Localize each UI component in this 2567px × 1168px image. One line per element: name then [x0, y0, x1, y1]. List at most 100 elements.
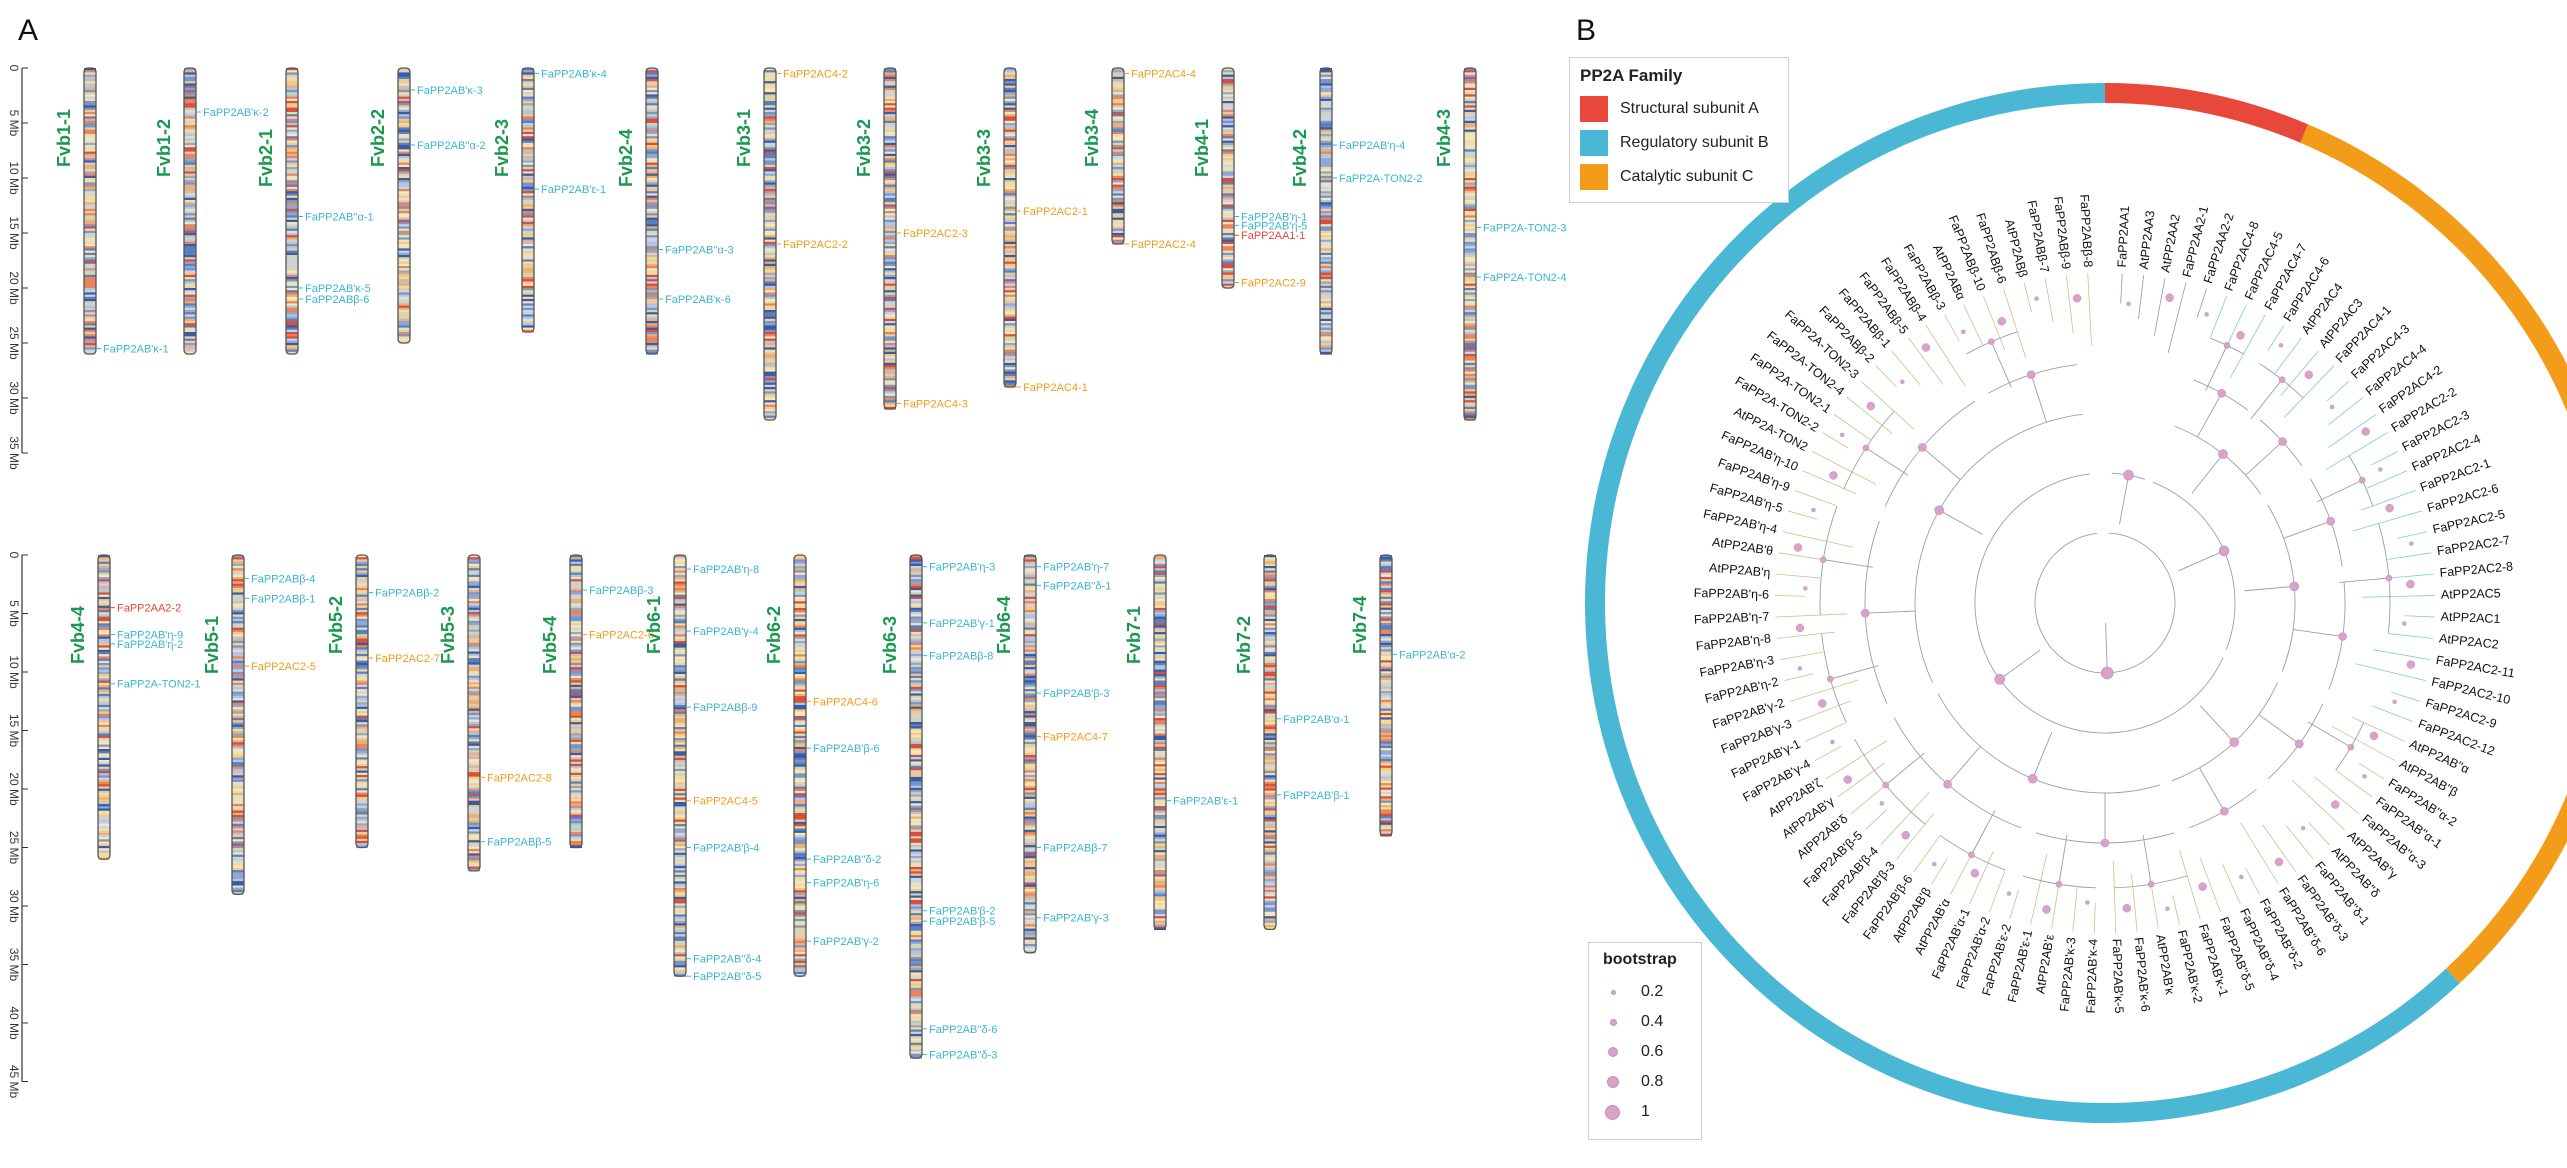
chromosome-band [794, 854, 806, 858]
chromosome-band [98, 817, 110, 821]
chromosome-band [794, 945, 806, 949]
chromosome-band [1464, 351, 1476, 355]
chromosome-band [1222, 189, 1234, 192]
gene-label: FaPP2AC2-2 [783, 239, 848, 251]
tree-leaf-label: FaPP2AB'η-3 [1698, 653, 1775, 680]
chromosome-band [1380, 649, 1392, 653]
chromosome-band [84, 318, 96, 322]
chromosome-band [356, 700, 368, 703]
chromosome-band [356, 678, 368, 681]
chromosome-band [356, 640, 368, 644]
chromosome-band [1112, 193, 1124, 197]
chromosome-band [468, 605, 480, 609]
chromosome-band [84, 79, 96, 82]
chromosome-band [910, 686, 922, 690]
chromosome-band [98, 689, 110, 693]
chromosome-band [646, 112, 658, 115]
chromosome-band [674, 973, 686, 977]
chromosome-band [232, 806, 244, 809]
chromosome-band [468, 857, 480, 861]
chromosome-band [646, 314, 658, 318]
chromosome-band [184, 233, 196, 236]
chromosome-band [356, 609, 368, 613]
chromosome-band [1264, 585, 1276, 589]
chromosome-band [398, 140, 410, 144]
chromosome-band [468, 855, 480, 859]
chromosome-band [884, 228, 896, 232]
chromosome-band [794, 782, 806, 785]
chromosome-band [522, 235, 534, 238]
chromosome-band [674, 879, 686, 882]
chromosome-band [1222, 263, 1234, 267]
chromosome-band [468, 576, 480, 580]
tree-branch [1811, 450, 1877, 485]
chromosome-band [646, 349, 658, 353]
chromosome-band [1320, 195, 1332, 199]
chromosome-band [1222, 211, 1234, 214]
chromosome-band [570, 748, 582, 752]
chromosome-band [98, 640, 110, 644]
chromosome-band [764, 171, 776, 175]
chromosome-band [1464, 417, 1476, 421]
chromosome-band [1024, 686, 1036, 690]
chromosome-band [522, 156, 534, 159]
chromosome-band [764, 321, 776, 324]
chromosome-band [398, 107, 410, 111]
chromosome-band [1222, 103, 1234, 106]
chromosome-band [1380, 734, 1392, 738]
chromosome-band [1264, 806, 1276, 809]
chromosome-band [286, 107, 298, 111]
chromosome-band [468, 618, 480, 622]
chromosome-band [794, 826, 806, 830]
chromosome-band [232, 792, 244, 796]
chromosome-band [1320, 74, 1332, 78]
tree-branch [1775, 595, 1806, 597]
chromosome-band [1464, 208, 1476, 212]
chromosome-band [910, 590, 922, 593]
tree-branch [2093, 902, 2096, 933]
chromosome-band [286, 208, 298, 212]
chromosome-band [98, 715, 110, 719]
chromosome-band [764, 259, 776, 263]
chromosome-band [570, 609, 582, 613]
chromosome-band [884, 153, 896, 157]
chromosome-band [98, 563, 110, 567]
chromosome-band [570, 660, 582, 664]
chromosome-band [570, 713, 582, 717]
chromosome-band [1222, 244, 1234, 247]
chromosome-band [232, 722, 244, 726]
chromosome-band [522, 142, 534, 146]
chromosome-band [1024, 697, 1036, 701]
chromosome-band [794, 702, 806, 706]
chromosome-band [1264, 927, 1276, 930]
chromosome-band [468, 789, 480, 793]
chromosome-band [646, 68, 658, 71]
chromosome-band [794, 832, 806, 836]
chromosome-band [1024, 620, 1036, 624]
chromosome-band [1320, 246, 1332, 249]
chromosome-band [1004, 70, 1016, 73]
chromosome-band [1320, 283, 1332, 287]
chromosome-band [1380, 693, 1392, 696]
chromosome-band [674, 890, 686, 894]
chromosome-band [1004, 68, 1016, 71]
chromosome-band [232, 817, 244, 820]
chromosome-band [646, 123, 658, 126]
chromosome-band [764, 329, 776, 333]
chromosome-band [910, 792, 922, 796]
chromosome-band [522, 127, 534, 131]
chromosome-band [674, 907, 686, 911]
chromosome-band [1004, 296, 1016, 300]
tree-leaf-label: FaPP2AB'κ-5 [2110, 939, 2126, 1014]
chromosome-band [1380, 682, 1392, 686]
chromosome-band [1112, 127, 1124, 131]
chromosome-band [522, 215, 534, 219]
chromosome-band [286, 175, 298, 179]
chromosome-band [910, 682, 922, 686]
chromosome-band [468, 592, 480, 596]
chromosome-band [1380, 765, 1392, 769]
chromosome-band [910, 616, 922, 620]
chromosome-band [84, 167, 96, 170]
chromosome-band [794, 663, 806, 666]
chromosome-band [522, 208, 534, 212]
